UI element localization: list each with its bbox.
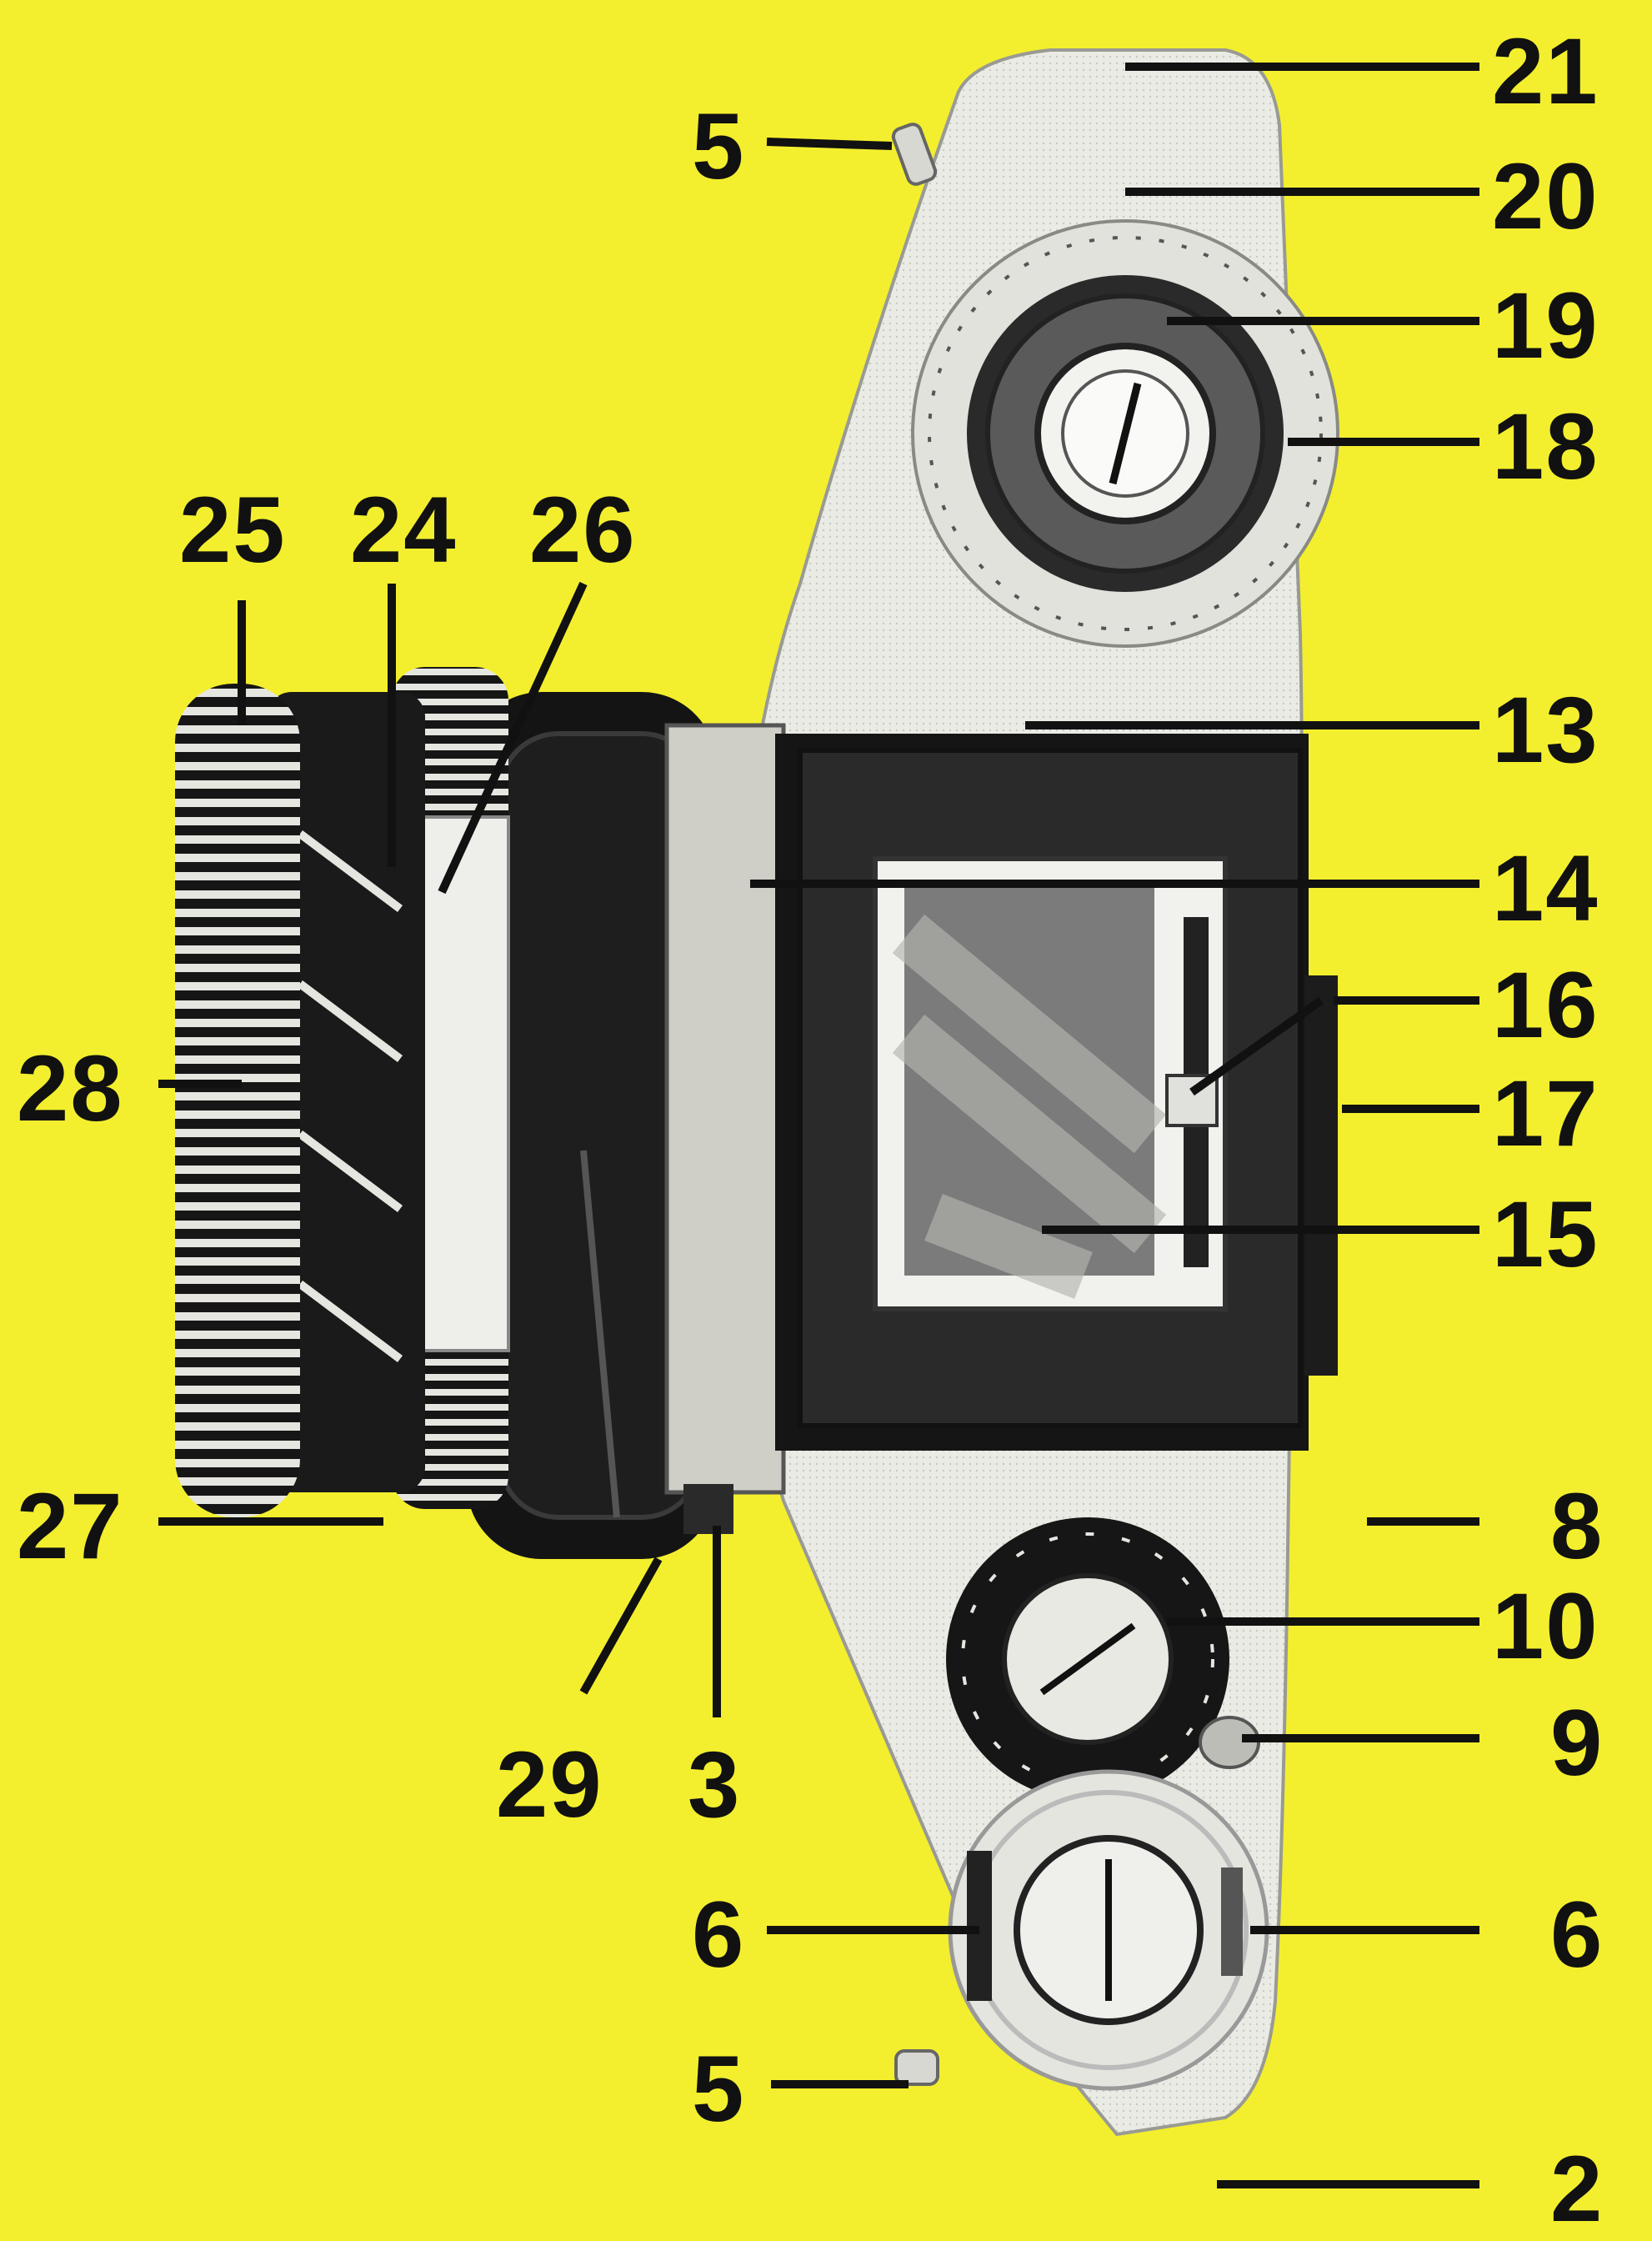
leader-lines — [158, 63, 1479, 2188]
shutter-speed-dial — [946, 1517, 1229, 1801]
callout-5-bottom: 5 — [692, 2037, 746, 2141]
callout-18: 18 — [1492, 394, 1599, 499]
callout-27: 27 — [17, 1474, 124, 1578]
callout-15: 15 — [1492, 1182, 1599, 1286]
callout-13: 13 — [1492, 678, 1599, 782]
callout-6-right: 6 — [1550, 1883, 1604, 1987]
callout-5-top: 5 — [692, 94, 746, 198]
side-button — [1304, 975, 1338, 1376]
callout-10: 10 — [1492, 1574, 1599, 1678]
callout-19: 19 — [1492, 273, 1599, 378]
callout-17: 17 — [1492, 1061, 1599, 1166]
callout-20: 20 — [1492, 144, 1599, 248]
callout-16: 16 — [1492, 953, 1599, 1057]
callout-25: 25 — [179, 478, 287, 582]
lens-mount — [664, 723, 786, 1495]
callout-26: 26 — [529, 478, 637, 582]
callout-3: 3 — [688, 1732, 742, 1837]
callout-2: 2 — [1550, 2137, 1604, 2241]
front-grip-ring — [175, 684, 300, 1517]
advance-knob — [948, 1769, 1269, 2091]
callout-24: 24 — [350, 478, 458, 582]
callout-29: 29 — [496, 1732, 603, 1837]
callout-21: 21 — [1492, 19, 1599, 123]
callout-8: 8 — [1550, 1474, 1604, 1578]
callout-9: 9 — [1550, 1691, 1604, 1795]
callout-14: 14 — [1492, 836, 1599, 940]
strap-lug-top — [891, 123, 938, 186]
callout-6-left: 6 — [692, 1883, 746, 1987]
rewind-dial — [911, 219, 1339, 648]
callout-28: 28 — [17, 1036, 124, 1141]
strap-lug-bottom — [894, 2049, 939, 2086]
